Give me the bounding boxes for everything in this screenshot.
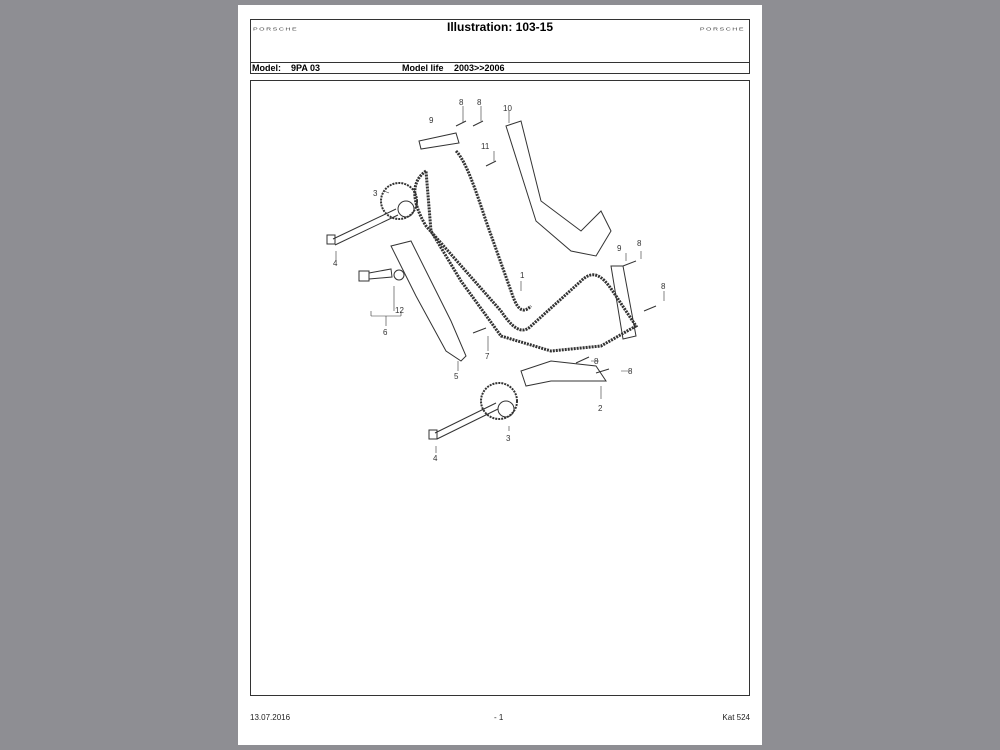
footer-catalog: Kat 524 bbox=[722, 713, 750, 722]
callout-3: 3 bbox=[373, 189, 378, 198]
callout-2: 2 bbox=[598, 404, 603, 413]
callout-8: 8 bbox=[637, 239, 642, 248]
callout-8: 8 bbox=[594, 357, 599, 366]
parts-diagram: 1 2 3 3 4 4 5 6 7 8 8 8 8 8 8 9 9 10 11 … bbox=[250, 80, 750, 696]
timing-chain-inner bbox=[454, 149, 533, 312]
callout-7: 7 bbox=[485, 352, 490, 361]
model-row: Model: 9PA 03 Model life 2003>>2006 bbox=[250, 62, 750, 74]
callout-9: 9 bbox=[429, 116, 434, 125]
callout-6: 6 bbox=[383, 328, 388, 337]
model-life-label: Model life bbox=[402, 63, 444, 73]
callout-4: 4 bbox=[333, 259, 338, 268]
callout-labels: 1 2 3 3 4 4 5 6 7 8 8 8 8 8 8 9 9 10 11 … bbox=[333, 98, 666, 463]
illustration-title: Illustration: 103-15 bbox=[446, 20, 554, 34]
callout-9: 9 bbox=[617, 244, 622, 253]
porsche-logo-left: PORSCHE bbox=[253, 27, 299, 32]
callout-10: 10 bbox=[503, 104, 512, 113]
model-life-value: 2003>>2006 bbox=[454, 63, 505, 73]
callout-4: 4 bbox=[433, 454, 438, 463]
tensioner-right bbox=[610, 265, 637, 340]
tensioner-bolt bbox=[358, 270, 370, 282]
callout-1: 1 bbox=[520, 271, 525, 280]
callout-8: 8 bbox=[628, 367, 633, 376]
callout-8: 8 bbox=[459, 98, 464, 107]
footer-page: - 1 bbox=[494, 713, 504, 722]
guide-rail-left bbox=[390, 240, 467, 362]
sprocket-upper bbox=[380, 182, 418, 220]
callout-3: 3 bbox=[506, 434, 511, 443]
model-label: Model: bbox=[252, 63, 281, 73]
model-value: 9PA 03 bbox=[291, 63, 321, 73]
timing-chain-illustration: 1 2 3 3 4 4 5 6 7 8 8 8 8 8 8 9 9 10 11 … bbox=[326, 98, 666, 463]
callout-8: 8 bbox=[477, 98, 482, 107]
tensioner-rail-lower bbox=[520, 360, 607, 387]
callout-8: 8 bbox=[661, 282, 666, 291]
sprocket-lower bbox=[480, 382, 518, 420]
callout-5: 5 bbox=[454, 372, 459, 381]
porsche-logo-right: PORSCHE bbox=[699, 27, 745, 32]
bolt-lower bbox=[434, 402, 499, 440]
footer-date: 13.07.2016 bbox=[250, 713, 291, 722]
document-page: PORSCHE Illustration: 103-15 PORSCHE Mod… bbox=[238, 5, 762, 745]
callout-12: 12 bbox=[395, 306, 404, 315]
callout-11: 11 bbox=[481, 142, 490, 151]
bolt-upper bbox=[332, 208, 399, 246]
guide-rail-right bbox=[505, 120, 612, 257]
tensioner-upper bbox=[418, 132, 460, 150]
timing-chain-upper bbox=[413, 168, 639, 353]
page-header: PORSCHE Illustration: 103-15 PORSCHE bbox=[250, 19, 750, 63]
